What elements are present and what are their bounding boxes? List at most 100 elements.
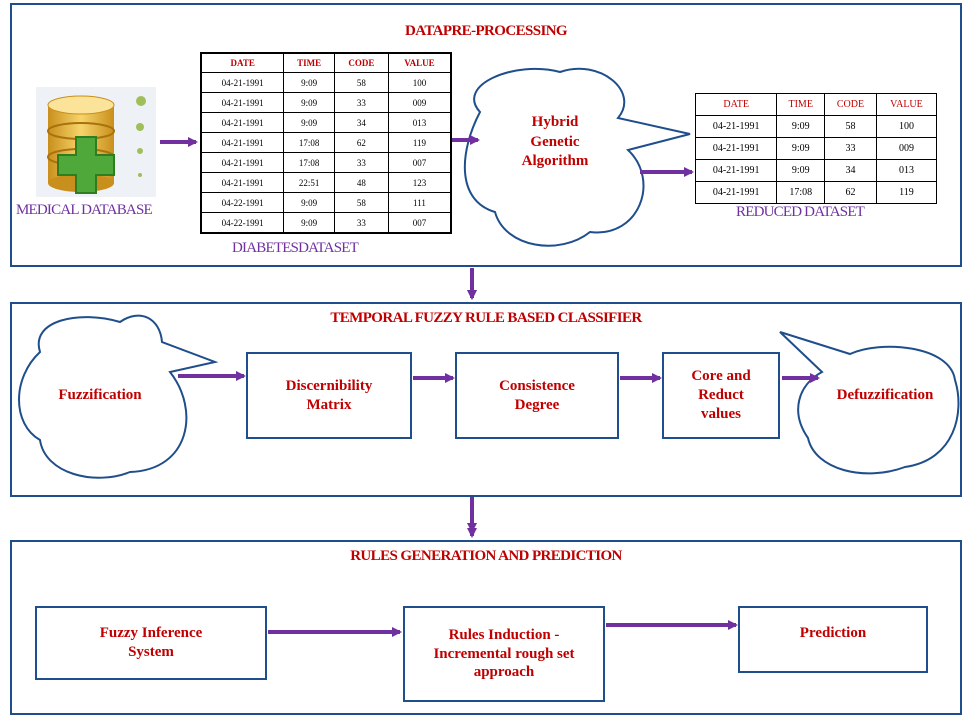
preprocessing-title: DATAPRE-PROCESSING bbox=[405, 23, 568, 39]
box-line: Core and bbox=[691, 368, 751, 385]
table-cell: 100 bbox=[875, 115, 938, 138]
box-line: Matrix bbox=[306, 396, 352, 413]
table-cell: 04-21-1991 bbox=[694, 115, 778, 138]
table-cell: 34 bbox=[824, 159, 877, 182]
table-cell: 123 bbox=[387, 172, 452, 193]
table-cell: 04-21-1991 bbox=[694, 137, 778, 160]
header-cell: CODE bbox=[824, 93, 877, 116]
table-cell: 119 bbox=[387, 132, 452, 153]
table-cell: 111 bbox=[387, 192, 452, 213]
cloud-line: Genetic bbox=[530, 133, 580, 150]
table-cell: 04-21-1991 bbox=[200, 172, 285, 193]
table-cell: 58 bbox=[333, 72, 389, 93]
table-cell: 04-21-1991 bbox=[694, 181, 778, 204]
table-cell: 007 bbox=[387, 212, 452, 234]
table-cell: 013 bbox=[875, 159, 938, 182]
reduced-dataset-label: REDUCED DATASET bbox=[736, 204, 865, 220]
table-cell: 33 bbox=[824, 137, 877, 160]
table-cell: 62 bbox=[333, 132, 389, 153]
box-line: Discernibility bbox=[285, 377, 373, 394]
header-cell: TIME bbox=[776, 93, 826, 116]
medical-database-icon bbox=[36, 87, 156, 197]
table-cell: 04-21-1991 bbox=[200, 92, 285, 113]
table-cell: 04-22-1991 bbox=[200, 212, 285, 234]
table-cell: 33 bbox=[333, 152, 389, 173]
prediction-box: Prediction bbox=[738, 606, 928, 673]
table-cell: 04-21-1991 bbox=[694, 159, 778, 182]
diabetes-dataset-label: DIABETESDATASET bbox=[232, 240, 359, 256]
fuzzification-text: Fuzzification bbox=[58, 387, 142, 403]
table-cell: 58 bbox=[333, 192, 389, 213]
box-line: values bbox=[700, 405, 741, 422]
table-cell: 04-21-1991 bbox=[200, 132, 285, 153]
table-cell: 9:09 bbox=[776, 115, 826, 138]
table-cell: 119 bbox=[875, 181, 938, 204]
table-cell: 9:09 bbox=[283, 112, 335, 133]
box-line: Fuzzy Inference bbox=[99, 625, 203, 642]
table-cell: 22:51 bbox=[283, 172, 335, 193]
box-line: approach bbox=[473, 664, 535, 681]
table-cell: 9:09 bbox=[776, 159, 826, 182]
table-cell: 62 bbox=[824, 181, 877, 204]
box-line: Degree bbox=[514, 396, 560, 413]
table-cell: 17:08 bbox=[776, 181, 826, 204]
hybrid-algorithm-text: Hybrid Genetic Algorithm bbox=[500, 113, 610, 172]
table-cell: 04-21-1991 bbox=[200, 152, 285, 173]
table-cell: 04-22-1991 bbox=[200, 192, 285, 213]
table-header-row: DATE TIME CODE VALUE bbox=[200, 52, 452, 73]
box-line: Consistence bbox=[499, 377, 575, 394]
box-line: System bbox=[128, 644, 174, 660]
table-cell: 007 bbox=[387, 152, 452, 173]
header-cell: CODE bbox=[333, 52, 389, 73]
header-cell: TIME bbox=[283, 52, 335, 73]
table-cell: 33 bbox=[333, 212, 389, 234]
cloud-line: Algorithm bbox=[521, 153, 589, 169]
table-cell: 9:09 bbox=[283, 92, 335, 113]
table-cell: 17:08 bbox=[283, 152, 335, 173]
rules-induction-box: Rules Induction - Incremental rough set ap… bbox=[403, 606, 605, 702]
header-cell: DATE bbox=[200, 52, 285, 73]
table-cell: 04-21-1991 bbox=[200, 72, 285, 93]
table-header-row: DATE TIME CODE VALUE bbox=[694, 93, 938, 116]
table-cell: 013 bbox=[387, 112, 452, 133]
table-cell: 17:08 bbox=[283, 132, 335, 153]
box-line: Reduct bbox=[698, 387, 744, 404]
table-cell: 009 bbox=[875, 137, 938, 160]
rules-title: RULES GENERATION AND PREDICTION bbox=[350, 548, 622, 564]
box-line: Rules Induction - bbox=[448, 626, 560, 643]
cloud-line: Hybrid bbox=[531, 114, 579, 130]
table-cell: 58 bbox=[824, 115, 877, 138]
table-cell: 04-21-1991 bbox=[200, 112, 285, 133]
header-cell: VALUE bbox=[387, 52, 452, 73]
table-cell: 34 bbox=[333, 112, 389, 133]
header-cell: DATE bbox=[694, 93, 778, 116]
table-cell: 48 bbox=[333, 172, 389, 193]
header-cell: VALUE bbox=[875, 93, 938, 116]
table-cell: 9:09 bbox=[283, 212, 335, 234]
defuzzification-text: Defuzzification bbox=[836, 387, 934, 403]
box-line: Incremental rough set bbox=[433, 645, 575, 662]
table-cell: 9:09 bbox=[283, 72, 335, 93]
classifier-title: TEMPORAL FUZZY RULE BASED CLASSIFIER bbox=[330, 310, 642, 326]
medical-database-label: MEDICAL DATABASE bbox=[16, 202, 153, 218]
table-cell: 100 bbox=[387, 72, 452, 93]
table-cell: 009 bbox=[387, 92, 452, 113]
table-cell: 33 bbox=[333, 92, 389, 113]
